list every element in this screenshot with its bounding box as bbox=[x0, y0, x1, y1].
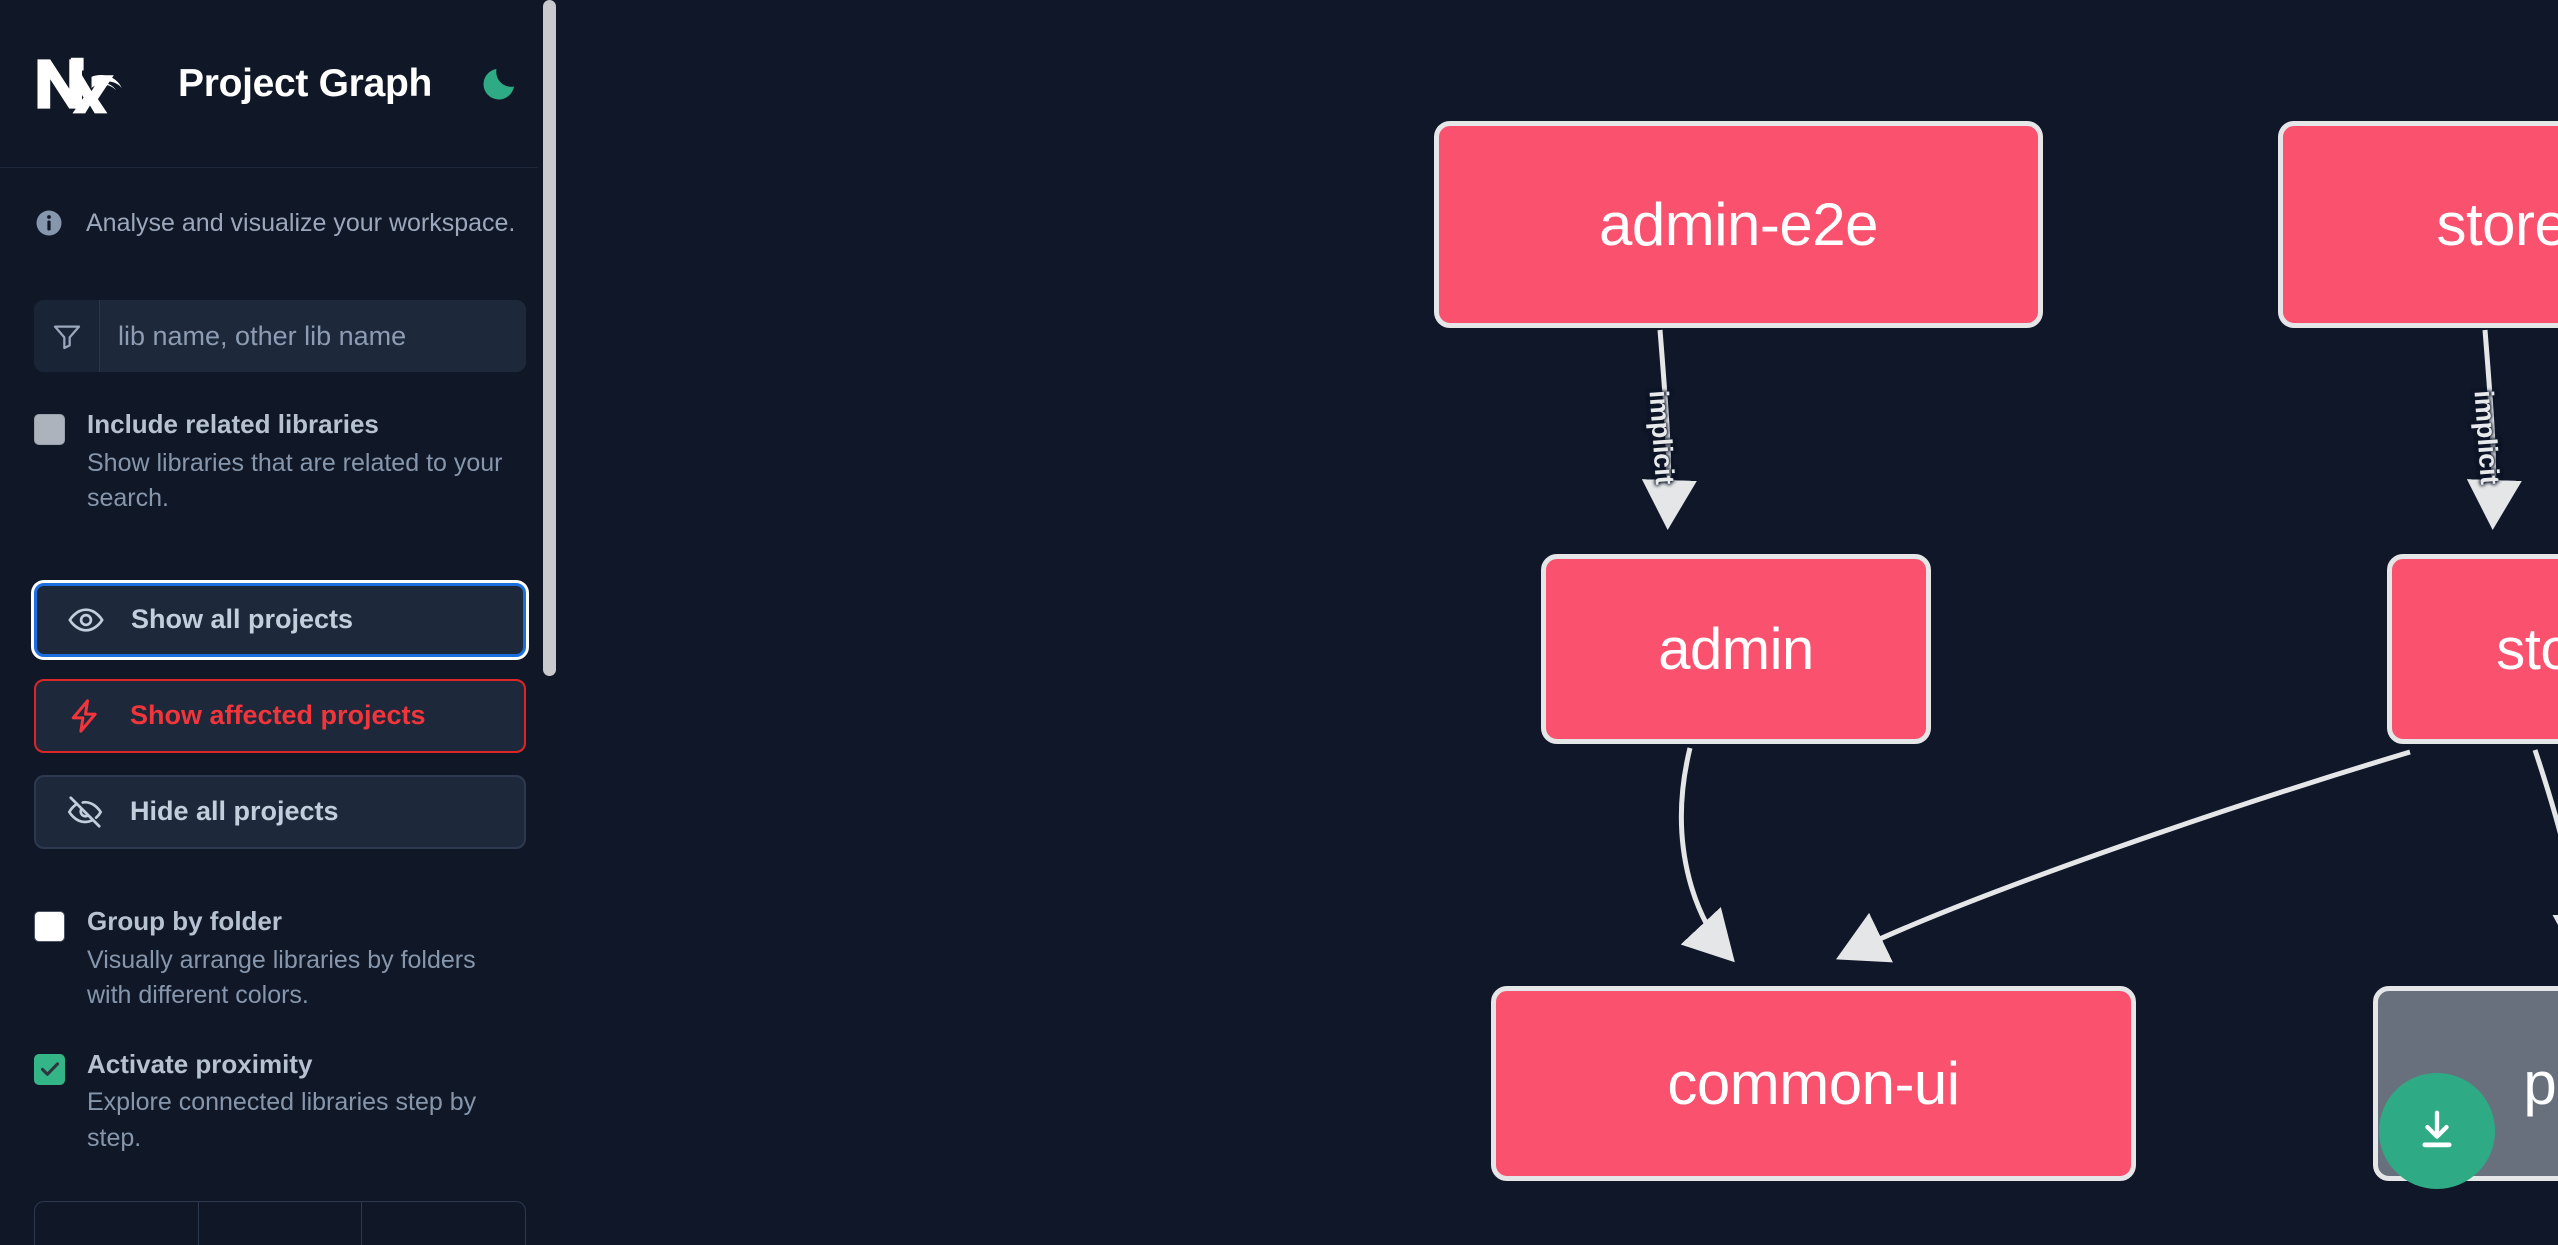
node-label: products bbox=[2523, 1050, 2558, 1117]
hide-all-projects-button[interactable]: Hide all projects bbox=[34, 774, 526, 849]
checkbox-description: Show libraries that are related to your … bbox=[87, 448, 503, 513]
node-label: common-ui bbox=[1667, 1050, 1960, 1117]
eye-icon bbox=[67, 601, 105, 639]
download-graph-button[interactable] bbox=[2379, 1073, 2495, 1189]
activate-proximity-checkbox[interactable] bbox=[34, 1053, 65, 1085]
checkbox-row-group-by-folder[interactable]: Group by folder Visually arrange librari… bbox=[0, 849, 560, 1014]
graph-node-store[interactable]: store bbox=[2387, 554, 2558, 744]
graph-node-admin-e2e[interactable]: admin-e2e bbox=[1434, 121, 2043, 328]
proximity-step-button-group[interactable] bbox=[34, 1201, 526, 1245]
group-by-folder-checkbox[interactable] bbox=[34, 910, 65, 942]
checkbox-description: Explore connected libraries step by step… bbox=[87, 1088, 477, 1152]
proximity-step-decrease-button[interactable] bbox=[35, 1202, 199, 1245]
button-label: Hide all projects bbox=[130, 796, 339, 827]
checkbox-row-activate-proximity[interactable]: Activate proximity Explore connected lib… bbox=[0, 1014, 560, 1157]
page-title: Project Graph bbox=[178, 61, 432, 105]
group-by-folder-text: Group by folder Visually arrange librari… bbox=[87, 905, 526, 1014]
checkbox-description: Visually arrange libraries by folders wi… bbox=[87, 945, 476, 1010]
edge-label-implicit-store: implicit bbox=[2468, 389, 2506, 486]
graph-node-admin[interactable]: admin bbox=[1541, 554, 1931, 744]
edge-admin-e2e-to-admin bbox=[1641, 329, 1697, 530]
button-label: Show all projects bbox=[131, 604, 354, 635]
search-input[interactable] bbox=[100, 300, 526, 372]
show-affected-projects-button[interactable]: Show affected projects bbox=[34, 678, 526, 753]
graph-node-common-ui[interactable]: common-ui bbox=[1491, 986, 2136, 1181]
sidebar-header: Project Graph bbox=[0, 0, 560, 168]
eye-off-icon bbox=[66, 793, 104, 831]
info-circle-icon bbox=[34, 208, 64, 238]
node-label: admin-e2e bbox=[1598, 191, 1879, 258]
edge-admin-to-common-ui bbox=[1678, 747, 1735, 963]
sidebar-scrollbar[interactable] bbox=[543, 0, 556, 676]
show-all-projects-button[interactable]: Show all projects bbox=[34, 582, 526, 657]
edge-label-implicit-admin: implicit bbox=[1643, 389, 1681, 486]
filter-input-wrapper bbox=[34, 300, 526, 372]
activate-proximity-text: Activate proximity Explore connected lib… bbox=[87, 1048, 526, 1157]
proximity-step-increase-button[interactable] bbox=[362, 1202, 525, 1245]
nx-logo-icon bbox=[34, 53, 130, 115]
include-related-libraries-text: Include related libraries Show libraries… bbox=[87, 408, 526, 517]
edge-store-to-products bbox=[2532, 749, 2558, 965]
funnel-filter-icon bbox=[34, 300, 100, 372]
graph-node-store-e2e[interactable]: store-e2e bbox=[2278, 121, 2558, 328]
sidebar-scrollbar-track[interactable] bbox=[538, 0, 560, 1245]
node-label: store-e2e bbox=[2436, 191, 2558, 258]
edge-store-to-common-ui bbox=[1835, 749, 2411, 963]
edge-store-e2e-to-store bbox=[2466, 329, 2522, 530]
node-label: store bbox=[2496, 616, 2558, 682]
lightning-bolt-icon bbox=[66, 697, 104, 735]
checkbox-label: Group by folder bbox=[87, 905, 282, 936]
checkbox-row-include-related-libraries[interactable]: Include related libraries Show libraries… bbox=[0, 372, 560, 517]
graph-canvas[interactable]: implicit implicit admin-e2e store-e2e ad… bbox=[560, 0, 2558, 1245]
moon-icon[interactable] bbox=[476, 61, 522, 107]
node-label: admin bbox=[1658, 616, 1814, 682]
include-related-libraries-checkbox[interactable] bbox=[34, 414, 65, 445]
checkbox-label: Include related libraries bbox=[87, 409, 379, 439]
graph-edges-layer bbox=[1641, 329, 2558, 965]
tagline-text: Analyse and visualize your workspace. bbox=[86, 208, 516, 237]
checkbox-label: Activate proximity bbox=[87, 1048, 313, 1079]
projects-action-buttons: Show all projects Show affected projects bbox=[34, 582, 526, 849]
button-label: Show affected projects bbox=[130, 700, 426, 731]
download-icon bbox=[2422, 1110, 2452, 1148]
sidebar: Project Graph Analyse and visualize your… bbox=[0, 0, 560, 1245]
tagline-row: Analyse and visualize your workspace. bbox=[0, 168, 560, 238]
proximity-step-value[interactable] bbox=[199, 1202, 363, 1245]
